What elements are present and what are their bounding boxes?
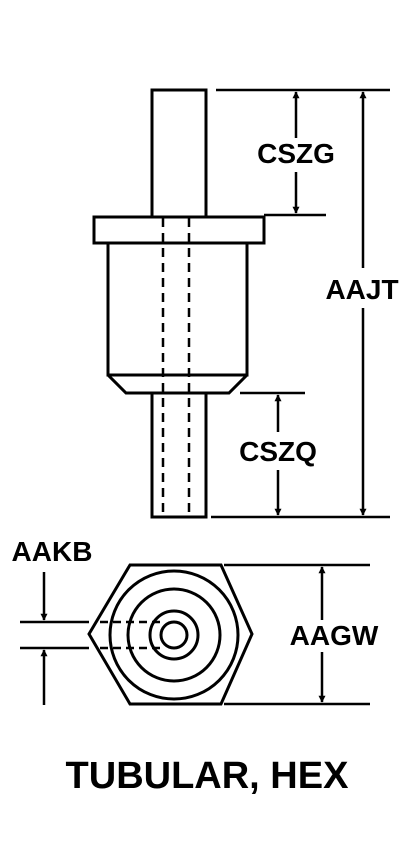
lower-tube (150, 391, 208, 519)
hidden-bore-lines (161, 218, 191, 516)
cszg-label: CSZG (257, 138, 335, 169)
aakb-label: AAKB (12, 536, 93, 567)
chamfer (106, 373, 249, 395)
outer-circle (108, 569, 240, 701)
diagram-title: TUBULAR, HEX (66, 755, 350, 797)
hex-outline (87, 563, 254, 706)
dimension-lines-side (211, 88, 390, 519)
side-view (92, 88, 266, 519)
flange (92, 215, 266, 245)
hex-view (87, 563, 254, 706)
aagw-label: AAGW (290, 620, 379, 651)
cszq-label: CSZQ (239, 436, 317, 467)
dimension-lines-hex (20, 563, 370, 706)
bore-outer-circle (148, 609, 200, 661)
middle-circle (126, 587, 222, 683)
body (106, 243, 249, 377)
aajt-label: AAJT (325, 274, 398, 305)
bore-inner-circle (159, 620, 189, 650)
hex-hidden-lines (100, 620, 160, 650)
upper-tube (150, 88, 208, 219)
